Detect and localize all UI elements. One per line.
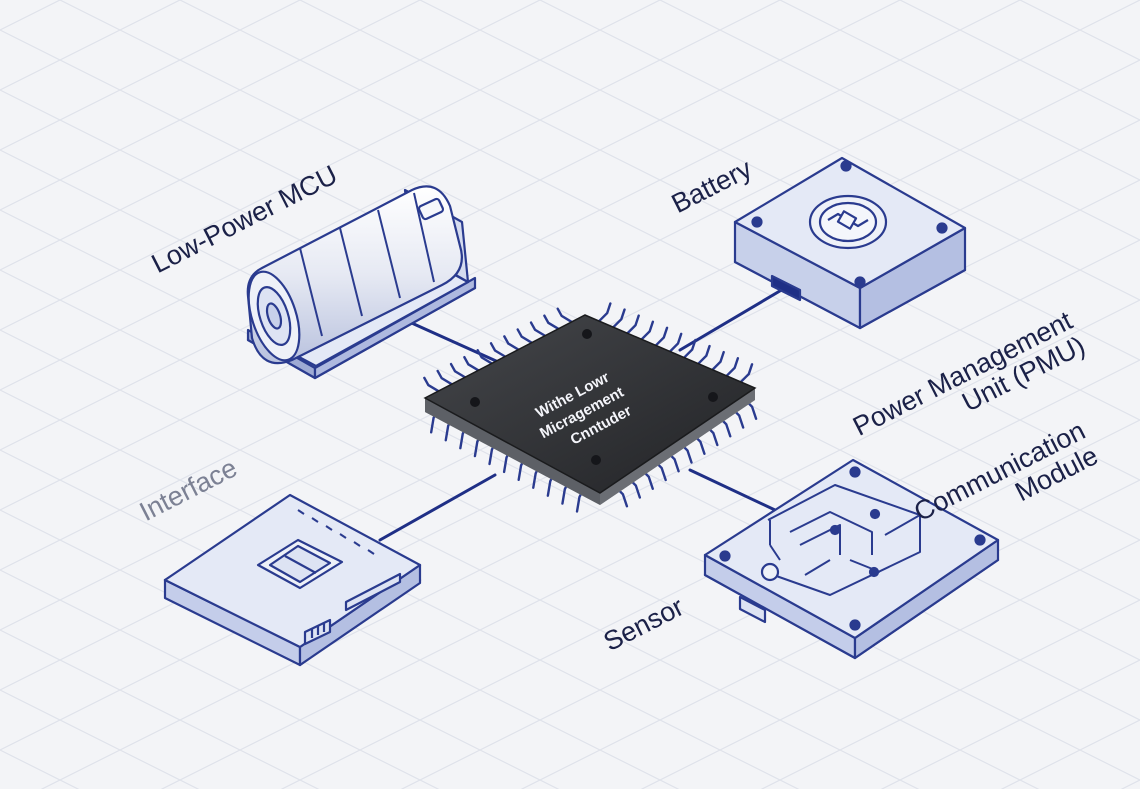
wire-interface-to-chip [378,473,497,542]
chip-pin [476,349,493,365]
microcontroller-chip: Withe Lowr Micragement Cnntuder [423,302,758,513]
chip-pin [682,338,697,359]
chip-pin [597,302,612,323]
chip-pin [697,344,711,365]
chip-pin [612,308,626,329]
chip-pin [739,363,754,384]
chip-pin [529,321,547,337]
wire-pmu-to-chip [678,283,792,352]
chip-pin [436,369,453,386]
chip-pin [503,335,520,351]
chip-pin [640,320,655,341]
pmu-component [733,156,967,330]
chip-pin [449,362,467,379]
chip-pin [725,357,740,378]
battery-cell-component [246,185,477,380]
wire-comm-to-chip [688,468,777,512]
chip-body [423,314,757,494]
chip-pin [556,307,573,324]
connection-wires [378,283,792,542]
chip-pin [654,326,669,347]
chip-pin [463,355,480,372]
chip-pin [489,342,507,358]
wire-battery-cell-to-chip [403,318,507,367]
interface-component [163,493,422,667]
chip-pin [668,332,683,353]
communication-component [703,458,1000,660]
chip-pin [543,314,560,331]
chip-pin [626,314,640,335]
chip-pin [711,350,725,371]
chip-pin [423,376,440,393]
chip-pin [516,328,533,344]
